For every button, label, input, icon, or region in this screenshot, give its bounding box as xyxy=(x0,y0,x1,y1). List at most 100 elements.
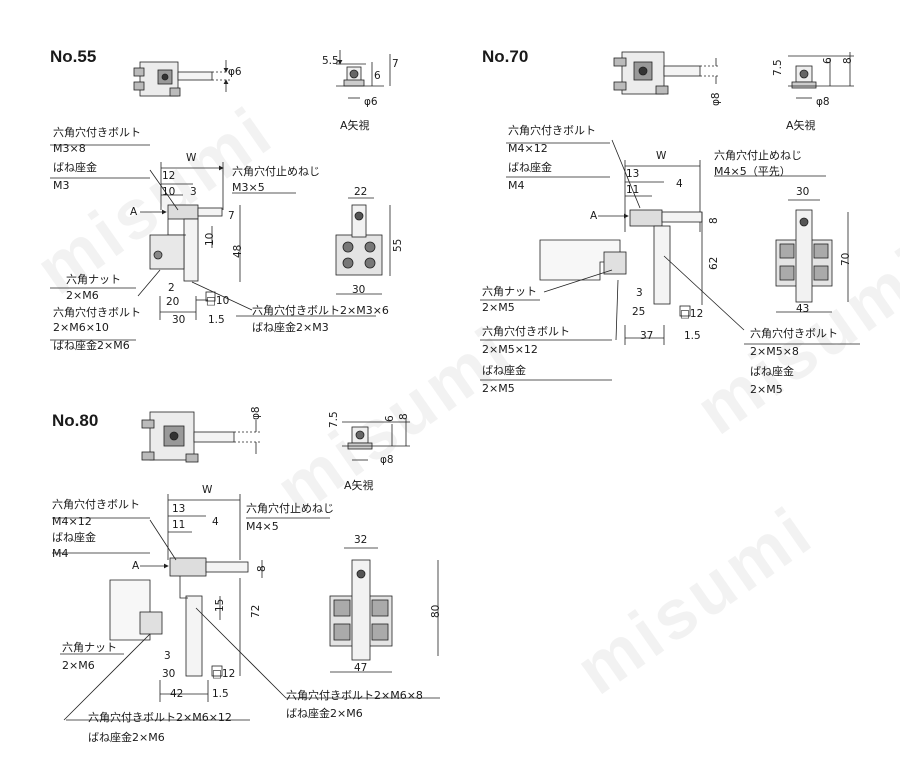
no70-callout-bolt-right-size: 2×M5×8 xyxy=(750,345,799,358)
no80-aview-dim-8: 8 xyxy=(398,413,410,420)
no70-aview-dim-6: 6 xyxy=(822,57,834,64)
no80-callout-bolt-right: 六角穴付きボルト2×M6×8 xyxy=(286,689,423,702)
no80-callout-washer-bottom: ばね座金2×M6 xyxy=(88,731,165,744)
no80-callout-washer-top: ばね座金 xyxy=(52,531,96,544)
no55-a-view xyxy=(336,50,391,99)
no55-title: No.55 xyxy=(50,47,97,66)
no70-callout-washer-bottom: ばね座金 xyxy=(482,364,526,377)
no70-callout-nut-size: 2×M5 xyxy=(482,301,515,314)
no70-arrow-view-label: A矢視 xyxy=(786,119,816,132)
no55-dim-7: 7 xyxy=(228,210,235,222)
no80-aview-dim-6: 6 xyxy=(384,415,396,422)
no55-right-view xyxy=(335,197,391,295)
no70-callout-bolt-bottom: 六角穴付きボルト xyxy=(482,325,570,338)
no70-aview-dim-7.5: 7.5 xyxy=(772,59,784,76)
no80-dim-r32: 32 xyxy=(354,534,368,546)
no55-callout-bolt-right: 六角穴付きボルト2×M3×6 xyxy=(252,304,389,317)
no80-dim-A: A xyxy=(132,560,140,572)
no70-title: No.70 xyxy=(482,47,529,66)
no55-aview-dim-6: 6 xyxy=(374,70,381,82)
no55-callout-bolt-bottom-size: 2×M6×10 xyxy=(53,321,109,334)
no55-dim-r22: 22 xyxy=(354,186,368,198)
no80-callout-bolt-top: 六角穴付きボルト xyxy=(52,498,140,511)
no70-aview-dim-d8: φ8 xyxy=(816,96,830,108)
no55-callout-bolt-top-size: M3×8 xyxy=(53,142,86,155)
no80-callout-nut: 六角ナット xyxy=(62,641,117,654)
no80-callout-bolt-bottom: 六角穴付きボルト2×M6×12 xyxy=(88,711,232,724)
no70-dim-sq12: □12 xyxy=(680,308,704,320)
no80-dim-W: W xyxy=(202,484,213,496)
no80-dim-15: 15 xyxy=(214,598,226,612)
no70-callout-bolt-top: 六角穴付きボルト xyxy=(508,124,596,137)
no70-dim-3: 3 xyxy=(636,287,643,299)
no70-dim-62: 62 xyxy=(708,256,720,270)
no70-callout-setscrew: 六角穴付止めねじ xyxy=(714,149,802,162)
no55-callout-washer-top-size: M3 xyxy=(53,179,70,192)
no80-callout-nut-size: 2×M6 xyxy=(62,659,95,672)
no55-callout-washer-top: ばね座金 xyxy=(53,161,97,174)
no55-dim-10: 10 xyxy=(162,186,176,198)
no80-callout-setscrew: 六角穴付止めねじ xyxy=(246,502,334,515)
no80-front-view xyxy=(63,494,287,721)
no55-dim-48: 48 xyxy=(232,244,244,258)
no55-callout-bolt-bottom: 六角穴付きボルト xyxy=(53,306,141,319)
no55-dim-3: 3 xyxy=(190,186,197,198)
no55-dim-20: 20 xyxy=(166,296,180,308)
no55-dim-10b: 10 xyxy=(204,232,216,246)
no55-aview-dim-7: 7 xyxy=(392,58,399,70)
no80-dim-4: 4 xyxy=(212,516,219,528)
no55-dim-12: 12 xyxy=(162,170,176,182)
no55-dim-2: 2 xyxy=(168,282,175,294)
no55-callout-nut: 六角ナット xyxy=(66,273,121,286)
no80-callout-washer-top-size: M4 xyxy=(52,547,69,560)
no80-dim-8: 8 xyxy=(256,565,268,572)
no80-dim-sq12: □12 xyxy=(212,668,236,680)
no80-callout-bolt-top-size: M4×12 xyxy=(52,515,92,528)
no70-dim-25: 25 xyxy=(632,306,646,318)
no80-aview-dim-7.5: 7.5 xyxy=(328,411,340,428)
no70-dim-A: A xyxy=(590,210,598,222)
no70-dim-13: 13 xyxy=(626,168,640,180)
no70-callout-washer-right-size: 2×M5 xyxy=(750,383,783,396)
no70-side-view xyxy=(613,51,720,95)
no70-dim-r30: 30 xyxy=(796,186,810,198)
no70-a-view xyxy=(788,52,854,99)
no70-callout-washer-right: ばね座金 xyxy=(750,365,794,378)
no55-dim-sq10: □10 xyxy=(206,295,230,307)
no80-right-view xyxy=(329,547,439,673)
no55-arrow-view-label: A矢視 xyxy=(340,119,370,132)
no80-dim-13: 13 xyxy=(172,503,186,515)
no70-dim-r70: 70 xyxy=(840,252,852,266)
no80-dim-1.5: 1.5 xyxy=(212,688,229,700)
no70-front-view xyxy=(539,139,745,345)
no70-callout-washer-top: ばね座金 xyxy=(508,161,552,174)
no80-callout-setscrew-size: M4×5 xyxy=(246,520,279,533)
no70-dim-4: 4 xyxy=(676,178,683,190)
no70-callout-washer-bottom-size: 2×M5 xyxy=(482,382,515,395)
no55-side-view xyxy=(133,60,230,97)
no55-callout-bolt-top: 六角穴付きボルト xyxy=(53,126,141,139)
no55-aview-dim-d6: φ6 xyxy=(364,96,378,108)
no70-aview-dim-8: 8 xyxy=(842,57,854,64)
no80-arrow-view-label: A矢視 xyxy=(344,479,374,492)
no80-dim-r47: 47 xyxy=(354,662,368,674)
no70-dim-37: 37 xyxy=(640,330,654,342)
no80-side-view-diameter: φ8 xyxy=(250,406,262,420)
no55-side-view-diameter: φ6 xyxy=(228,66,242,78)
no55-front-view xyxy=(137,162,253,320)
no55-dim-r30: 30 xyxy=(352,284,366,296)
no55-callout-washer-right: ばね座金2×M3 xyxy=(252,321,329,334)
no70-dim-1.5: 1.5 xyxy=(684,330,701,342)
no55-callout-nut-size: 2×M6 xyxy=(66,289,99,302)
no80-a-view xyxy=(342,418,410,461)
no80-callout-washer-right: ばね座金2×M6 xyxy=(286,707,363,720)
no80-dim-72: 72 xyxy=(250,604,262,618)
no80-dim-30: 30 xyxy=(162,668,176,680)
no70-dim-W: W xyxy=(656,150,667,162)
no55-aview-dim-5.5: 5.5 xyxy=(322,55,339,67)
no80-title: No.80 xyxy=(52,411,99,430)
no55-dim-30: 30 xyxy=(172,314,186,326)
no80-side-view xyxy=(141,411,260,463)
no70-side-view-diameter: φ8 xyxy=(710,92,722,106)
